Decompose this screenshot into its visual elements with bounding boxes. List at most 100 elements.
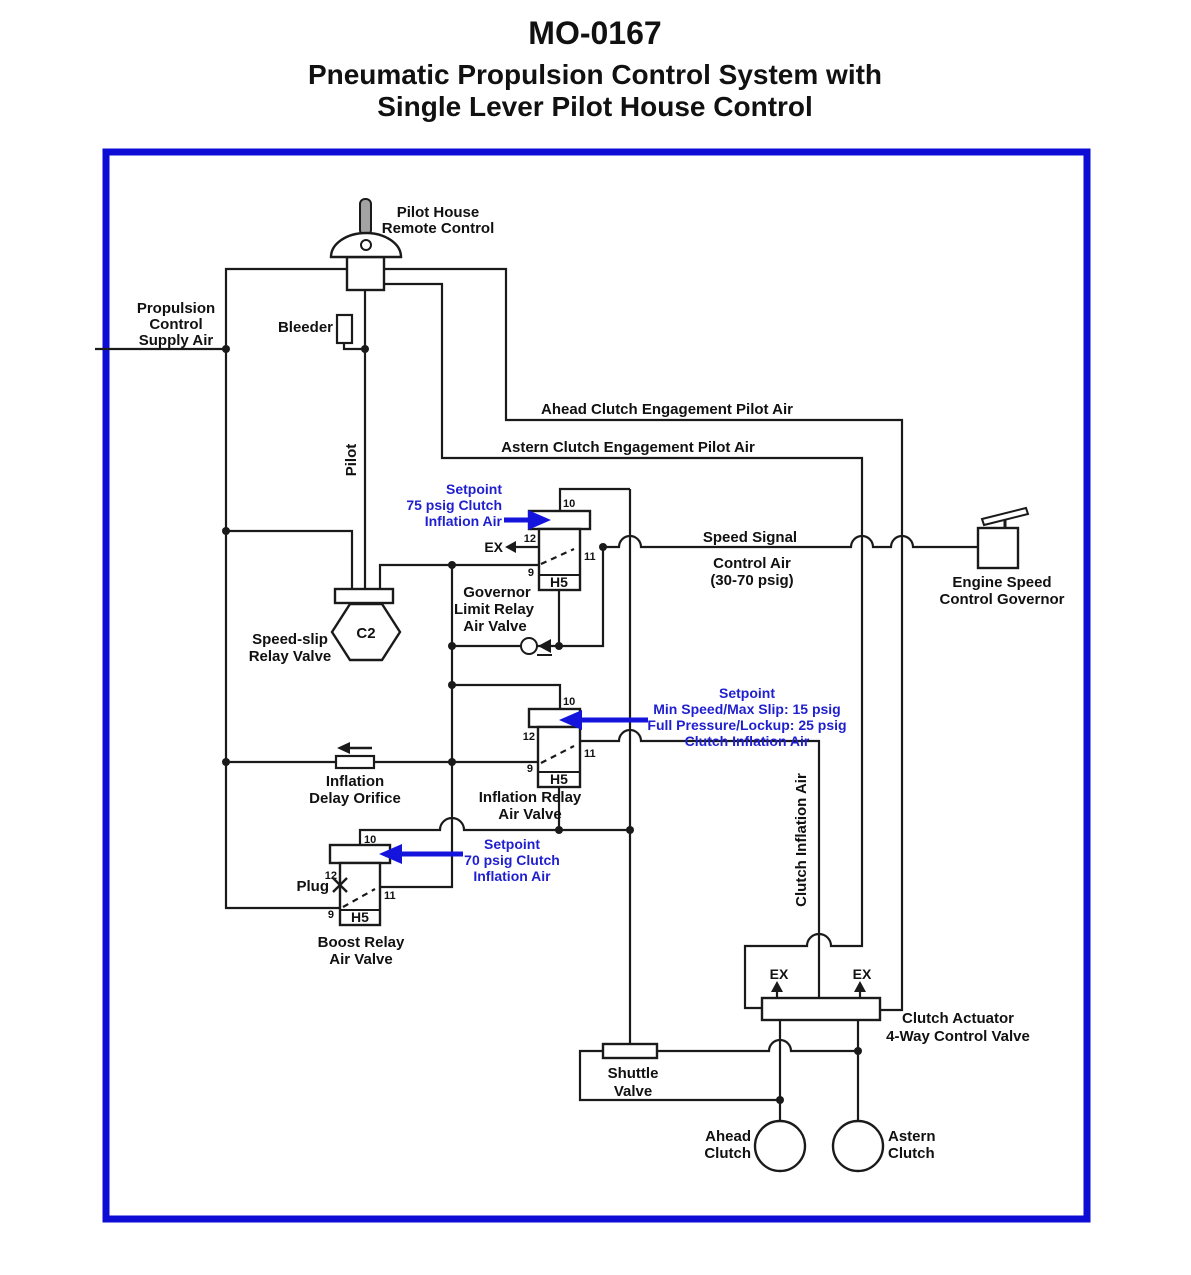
sp75-arrow-icon <box>528 510 551 530</box>
ex-left-label: EX <box>770 966 789 982</box>
shuttle-left-line <box>578 1049 780 1102</box>
governor-port10-line <box>558 487 630 511</box>
supply-label-1: Propulsion <box>137 300 215 317</box>
junction-dot <box>555 826 563 834</box>
junction-dot <box>448 681 456 689</box>
engine-governor-label-2: Control Governor <box>939 591 1064 608</box>
piping-lines <box>95 267 978 1121</box>
spinf-line-4: Clutch Inflation Air <box>685 733 810 749</box>
inflation-valve-label-2: Air Valve <box>498 806 561 823</box>
plug-x-icon <box>332 877 348 893</box>
dome-knob <box>360 239 372 251</box>
orifice-arrow-icon <box>337 742 350 754</box>
junction-dot <box>361 345 369 353</box>
ahead-clutch-circle <box>753 1119 807 1173</box>
clutches: Ahead Clutch Astern Clutch <box>704 1119 936 1173</box>
speed-slip-relay-valve: C2 Speed-slip Relay Valve <box>249 587 402 665</box>
junction-dot <box>599 543 607 551</box>
control-air-range: (30-70 psig) <box>710 572 793 589</box>
astern-pilot-label: Astern Clutch Engagement Pilot Air <box>501 439 755 456</box>
check-branch-line <box>452 547 605 648</box>
junction-dot <box>448 642 456 650</box>
governor-port-11: 11 <box>584 551 596 563</box>
bleeder-branch <box>342 343 365 351</box>
shuttle-valve: Shuttle Valve <box>601 1042 658 1100</box>
mid-trunk-line <box>380 565 454 889</box>
sp70-arrow-icon <box>379 844 402 864</box>
inflation-port-9: 9 <box>527 763 533 775</box>
speedslip-hexagon <box>330 602 402 662</box>
supply-trunk-line <box>224 267 347 910</box>
junction-dot <box>448 758 456 766</box>
setpoint-inflation-annotation: Setpoint Min Speed/Max Slip: 15 psig Ful… <box>559 685 847 749</box>
pilot-house-label-1: Pilot House <box>397 204 480 221</box>
spinf-line-1: Setpoint <box>719 685 775 701</box>
clutch-actuator-valve: EX EX Clutch Actuator 4-Way Control Valv… <box>760 966 1030 1045</box>
spinf-line-2: Min Speed/Max Slip: 15 psig <box>653 701 840 717</box>
actuator-label-2: 4-Way Control Valve <box>886 1028 1030 1045</box>
governor-port-9: 9 <box>528 567 534 579</box>
boost-port-11: 11 <box>384 890 396 902</box>
governor-port-10: 10 <box>563 498 575 510</box>
sp75-line-3: Inflation Air <box>425 513 503 529</box>
astern-clutch-label-2: Clutch <box>888 1145 935 1162</box>
setpoint-70-annotation: Setpoint 70 psig Clutch Inflation Air <box>379 836 560 884</box>
shuttle-right-line <box>657 1038 858 1053</box>
speedslip-feed-line <box>226 529 354 589</box>
doc-number: MO-0167 <box>528 15 661 51</box>
speedslip-label-2: Relay Valve <box>249 648 332 665</box>
boost-port-10: 10 <box>364 834 376 846</box>
engine-governor-box <box>976 526 1020 570</box>
shuttle-label-2: Valve <box>614 1083 652 1100</box>
governor-valve-label-1: Governor <box>463 584 531 601</box>
title-line2: Pneumatic Propulsion Control System with <box>308 59 882 90</box>
governor-ex-label: EX <box>484 539 503 555</box>
inflation-valve-body <box>536 725 582 789</box>
junction-dot <box>555 642 563 650</box>
junction-dot <box>854 1047 862 1055</box>
astern-pilot-line <box>384 282 864 1010</box>
governor-valve-label-3: Air Valve <box>463 618 526 635</box>
control-lever <box>359 198 372 236</box>
engine-speed-control-governor: Engine Speed Control Governor <box>939 506 1065 608</box>
ex-right-label: EX <box>853 966 872 982</box>
bleeder-body <box>335 313 354 345</box>
inflation-port-10: 10 <box>563 696 575 708</box>
ahead-clutch-label-1: Ahead <box>705 1128 751 1145</box>
governor-valve-label-2: Limit Relay <box>454 601 535 618</box>
junction-dot <box>626 826 634 834</box>
junction-dot <box>222 758 230 766</box>
junction-dot <box>222 527 230 535</box>
orifice-label-1: Inflation <box>326 773 384 790</box>
governor-valve-body <box>537 527 582 592</box>
diagram-frame <box>102 148 1091 1223</box>
governor-h5-tag: H5 <box>550 574 568 590</box>
governor-limit-relay-valve: 10 12 11 9 H5 EX Governor Limit Relay Ai… <box>454 498 596 635</box>
boost-port10-line <box>358 816 630 845</box>
orifice-body <box>334 754 376 770</box>
sp70-line-3: Inflation Air <box>473 868 551 884</box>
control-air-label: Control Air <box>713 555 791 572</box>
actuator-label-1: Clutch Actuator <box>902 1010 1014 1027</box>
speed-signal-line <box>603 534 978 549</box>
plug-label: Plug <box>297 878 330 895</box>
governor-ex-arrow-icon <box>505 541 516 553</box>
ahead-pilot-line <box>384 267 904 1012</box>
junction-dots <box>222 345 862 1104</box>
ex-left-arrow-icon <box>771 981 783 992</box>
check-valve-circle <box>520 637 538 655</box>
sp70-line-1: Setpoint <box>484 836 540 852</box>
astern-clutch-label-1: Astern <box>888 1128 936 1145</box>
speedslip-label-1: Speed-slip <box>252 631 328 648</box>
governor-port-12: 12 <box>524 533 536 545</box>
setpoint-75-annotation: Setpoint 75 psig Clutch Inflation Air <box>406 481 551 530</box>
pilot-house-label-2: Remote Control <box>382 220 495 237</box>
control-base <box>345 255 386 292</box>
spinf-arrow-icon <box>559 710 582 730</box>
ahead-pilot-label: Ahead Clutch Engagement Pilot Air <box>541 401 793 418</box>
sp75-line-1: Setpoint <box>446 481 502 497</box>
ex-right-arrow-icon <box>854 981 866 992</box>
speedslip-out-line <box>378 563 452 589</box>
